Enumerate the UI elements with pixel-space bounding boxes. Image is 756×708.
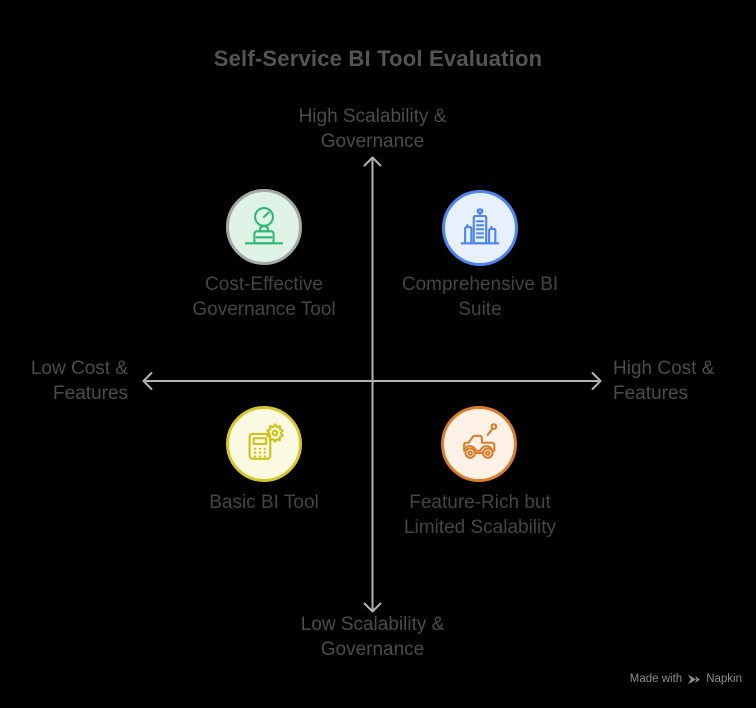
rc-toy-car-icon [463,423,498,459]
quadrant-label-line: Comprehensive BI [401,274,559,295]
axis-label-left-line1: Low Cost & [30,358,128,379]
quadrant-circle-top-right [442,190,518,266]
quadrant-circle-bottom-left [226,406,302,482]
axis-label-left-line2: Features [53,383,128,404]
axis-label-right-line1: High Cost & [613,358,715,379]
quadrant-label-bottom-left: Basic BI Tool [149,490,379,515]
quadrant-label-line: Governance Tool [192,299,336,320]
quadrant-label-line: Basic BI Tool [209,492,319,513]
arrow-right-icon [591,372,602,390]
city-buildings-icon [460,208,500,245]
quadrant-label-top-left: Cost-Effective Governance Tool [149,272,379,322]
axis-label-right-line2: Features [613,383,688,404]
quadrant-circle-bottom-right [441,406,517,482]
axis-label-bottom-line1: Low Scalability & [300,614,445,635]
watermark: Made with Napkin [630,670,742,688]
axis-label-bottom: Low Scalability & Governance [252,612,493,662]
page-title: Self-Service BI Tool Evaluation [213,46,543,71]
watermark-brand: Napkin [706,673,742,685]
arrow-up-icon [363,156,382,167]
gauge-briefcase-icon [244,206,284,245]
quadrant-label-line: Cost-Effective [205,274,323,295]
calculator-gear-icon [248,423,284,460]
axis-label-top-line1: High Scalability & [298,106,447,127]
quadrant-label-line: Suite [458,299,502,320]
quadrant-label-top-right: Comprehensive BI Suite [365,272,595,322]
axis-label-bottom-line2: Governance [320,639,425,660]
quadrant-label-bottom-right: Feature-Rich but Limited Scalability [365,490,595,540]
napkin-logo-icon [688,674,701,684]
watermark-prefix: Made with [629,673,683,685]
quadrant-circle-top-left [226,189,302,265]
axis-label-top: High Scalability & Governance [252,104,493,154]
axis-label-top-line2: Governance [320,131,425,152]
quadrant-label-line: Limited Scalability [403,517,557,538]
axis-label-left: Low Cost & Features [8,356,128,406]
arrow-left-icon [142,372,153,390]
arrow-down-icon [363,602,382,613]
axis-label-right: High Cost & Features [613,356,753,406]
quadrant-label-line: Feature-Rich but [409,492,551,513]
